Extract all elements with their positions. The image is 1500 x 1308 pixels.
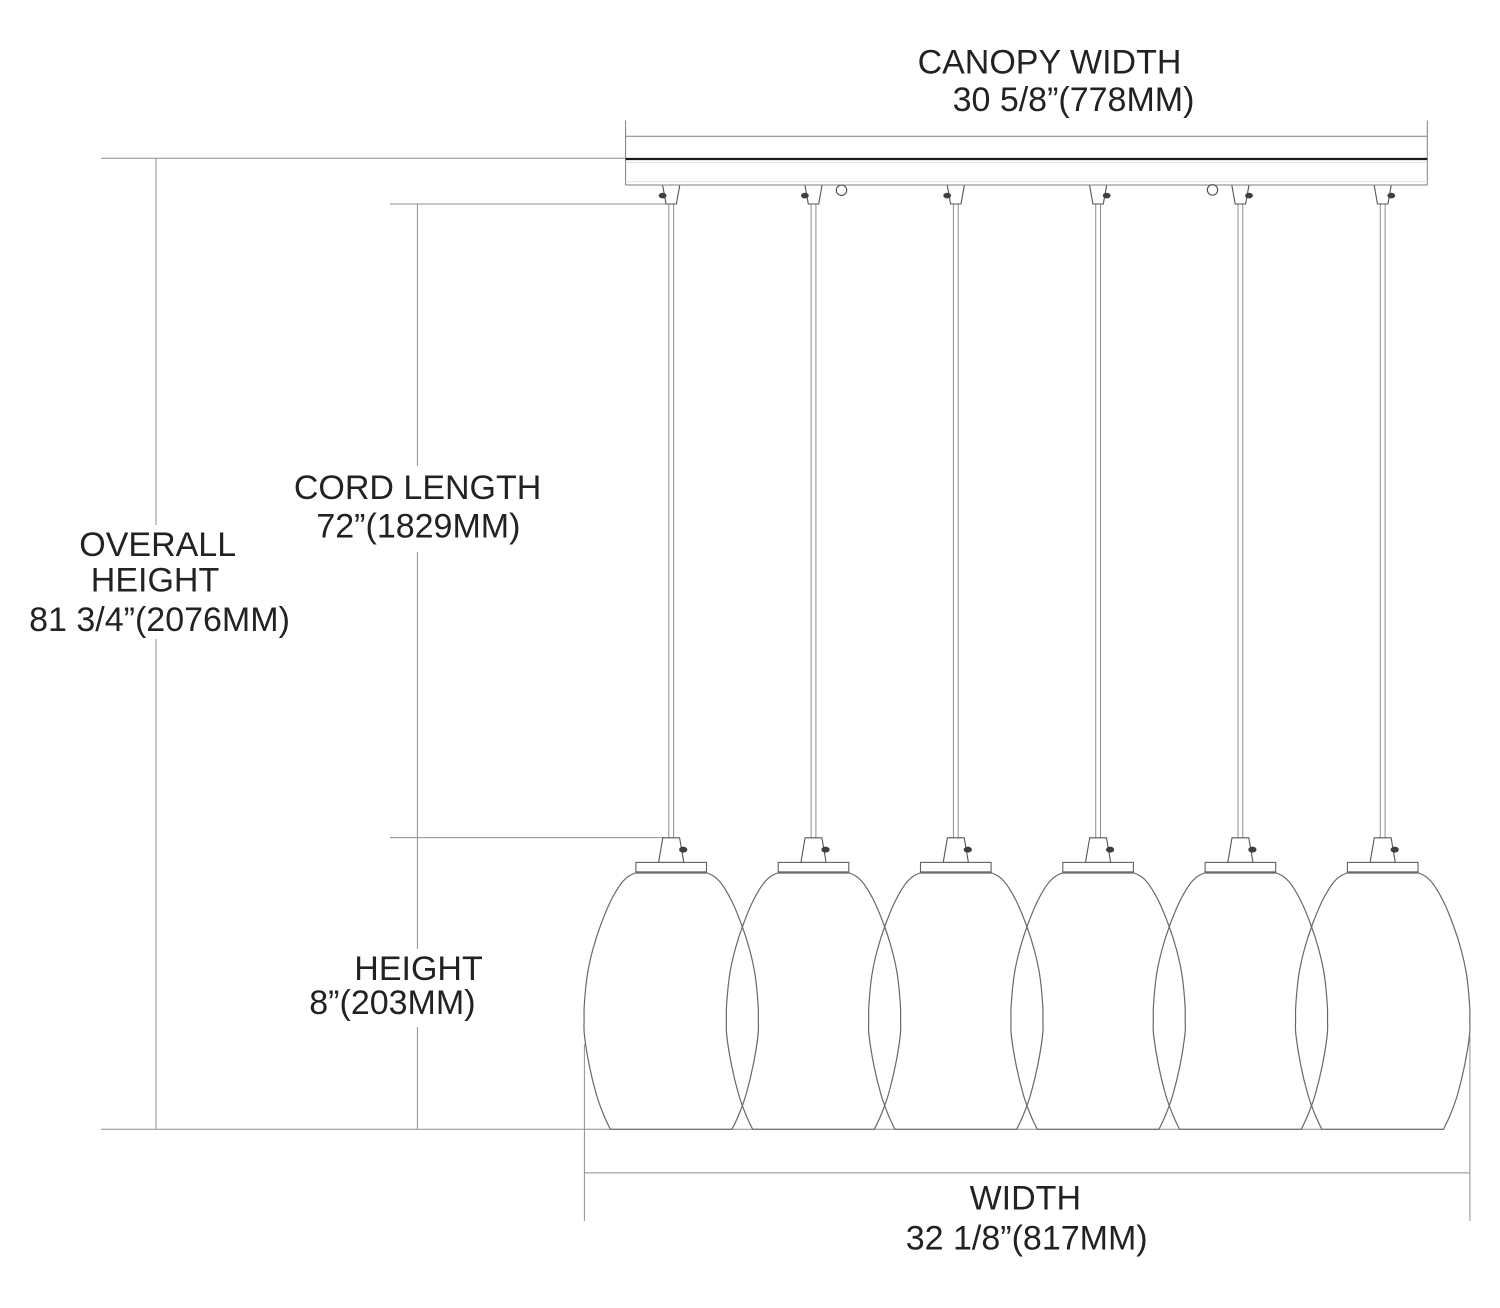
- svg-text:OVERALL: OVERALL: [79, 526, 236, 564]
- svg-text:CANOPY WIDTH: CANOPY WIDTH: [918, 44, 1182, 82]
- svg-text:72”(1829MM): 72”(1829MM): [316, 508, 520, 546]
- svg-text:HEIGHT: HEIGHT: [91, 561, 219, 599]
- svg-text:30 5/8”(778MM): 30 5/8”(778MM): [953, 81, 1195, 119]
- svg-text:8”(203MM): 8”(203MM): [309, 984, 475, 1022]
- svg-text:81 3/4”(2076MM): 81 3/4”(2076MM): [29, 601, 290, 639]
- svg-text:CORD LENGTH: CORD LENGTH: [294, 469, 541, 507]
- svg-text:HEIGHT: HEIGHT: [354, 950, 482, 988]
- svg-text:32 1/8”(817MM): 32 1/8”(817MM): [906, 1220, 1148, 1258]
- svg-text:WIDTH: WIDTH: [970, 1180, 1081, 1218]
